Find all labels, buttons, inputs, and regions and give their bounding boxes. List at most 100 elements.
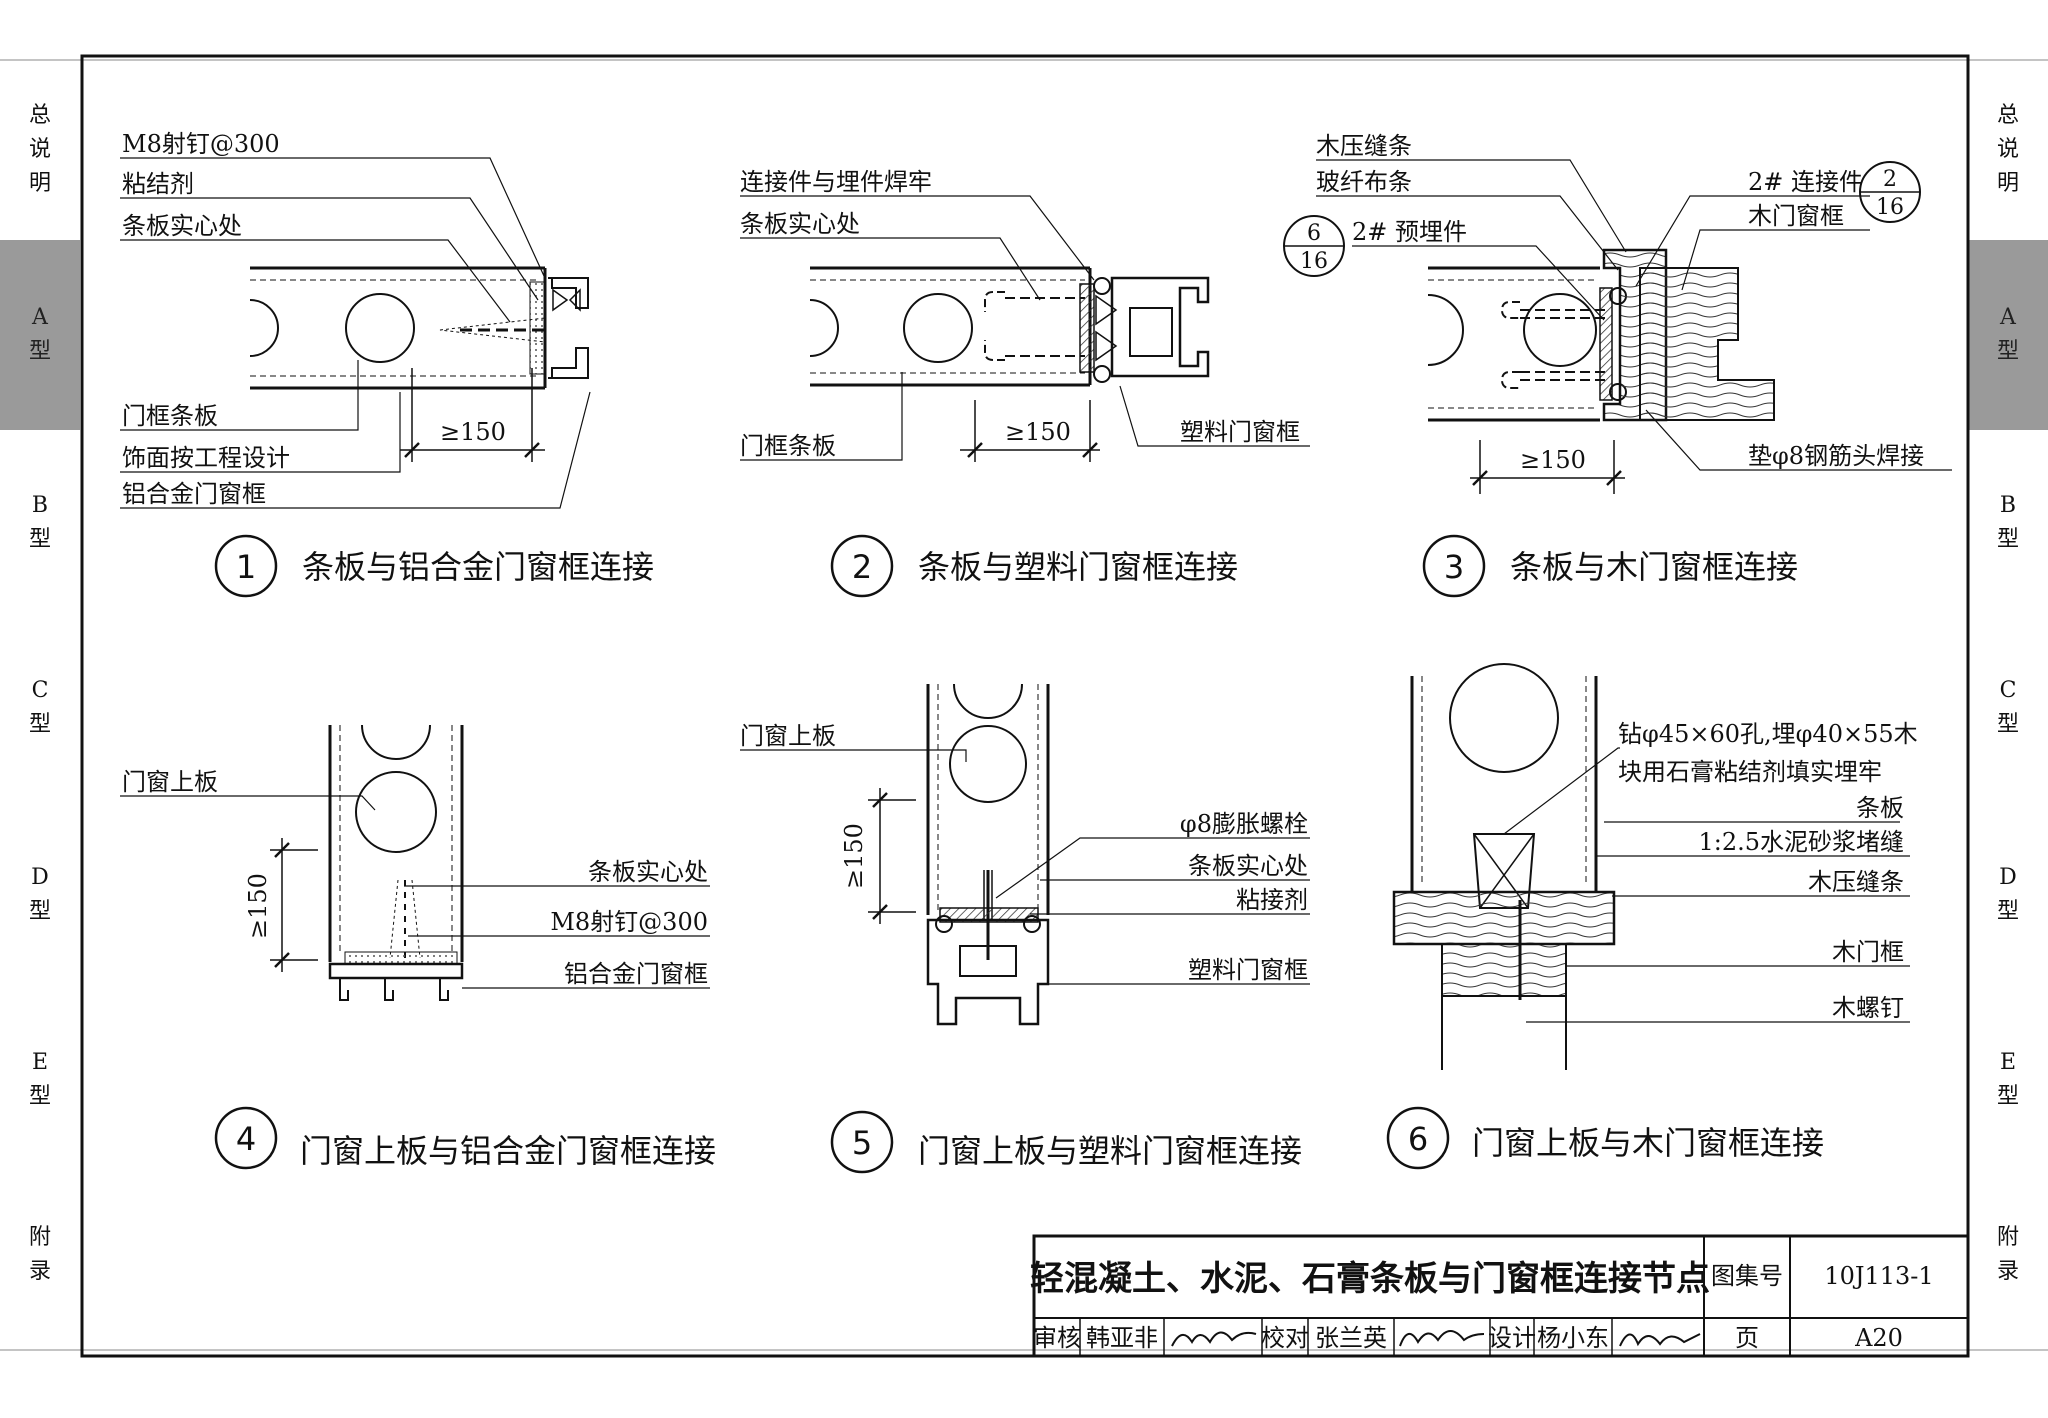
designer-name: 杨小东 — [1537, 1324, 1609, 1352]
detail-1-title: 条板与铝合金门窗框连接 — [302, 548, 654, 586]
detail-6-number: 6 — [1408, 1120, 1428, 1158]
detail-3-title: 条板与木门窗框连接 — [1510, 548, 1798, 586]
detail-5-number-circle — [830, 1110, 894, 1174]
detail-1-label-finish: 饰面按工程设计 — [122, 444, 290, 472]
side-tab-right-0[interactable]: 总说明 — [1968, 60, 2048, 240]
side-tab-char: B — [1999, 492, 2017, 518]
detail-5-number: 5 — [852, 1124, 872, 1162]
detail-4-number: 4 — [236, 1120, 256, 1158]
detail-3-drawing — [1283, 159, 1952, 494]
side-tab-char: 附 — [28, 1225, 51, 1250]
detail-4-dimension: ≥150 — [244, 873, 272, 939]
detail-5-drawing — [740, 683, 1310, 1026]
detail-2-label-weld: 连接件与埋件焊牢 — [740, 168, 932, 196]
detail-3-number-circle — [1422, 534, 1486, 598]
detail-1-drawing — [120, 157, 591, 509]
detail-5-label-adhesive: 粘接剂 — [1236, 886, 1308, 914]
side-tab-char: B — [31, 492, 49, 518]
title-block — [1032, 1234, 1970, 1358]
side-tab-char: 说 — [28, 137, 51, 162]
detail-6-title: 门窗上板与木门窗框连接 — [1472, 1124, 1824, 1162]
detail-1-label-solid-part: 条板实心处 — [122, 212, 242, 240]
detail-3-label-fiberglass: 玻纤布条 — [1316, 168, 1412, 196]
atlas-number: 10J113-1 — [1824, 1262, 1933, 1290]
detail-3-label-rebar: 垫φ8钢筋头焊接 — [1748, 442, 1924, 470]
detail-1-label-frame-panel: 门框条板 — [122, 402, 218, 430]
detail-4-label-solid-part: 条板实心处 — [588, 858, 708, 886]
side-tab-char: 型 — [1996, 711, 2019, 737]
side-tab-char: D — [1999, 865, 2017, 890]
detail-6-drawing — [1392, 663, 1910, 1070]
side-tab-char: 型 — [28, 339, 51, 364]
side-tab-char: 附 — [1996, 1225, 2019, 1250]
side-tab-char: 型 — [28, 711, 51, 737]
detail-1-number-circle — [214, 534, 278, 598]
side-tab-char: 录 — [1996, 1259, 2019, 1284]
detail-6-label-panel: 条板 — [1856, 794, 1904, 822]
side-tab-char: 录 — [28, 1259, 51, 1284]
side-tab-left-6[interactable]: 附录 — [0, 1170, 80, 1340]
detail-4-title: 门窗上板与铝合金门窗框连接 — [300, 1132, 716, 1170]
side-tab-right-6[interactable]: 附录 — [1968, 1170, 2048, 1340]
detail-3-ref-1-top: 6 — [1307, 221, 1321, 246]
side-tab-char: D — [31, 865, 49, 890]
side-tab-char: 型 — [28, 526, 51, 552]
reviewer-name: 韩亚非 — [1086, 1324, 1158, 1352]
check-label: 校对 — [1261, 1324, 1309, 1352]
detail-3-ref-1-bottom: 16 — [1300, 249, 1328, 274]
side-tab-char: A — [32, 305, 48, 330]
detail-3-label-embed: 2# 预埋件 — [1352, 218, 1467, 246]
detail-6-label-wood-frame: 木门框 — [1832, 938, 1904, 966]
detail-3-dimension: ≥150 — [1520, 446, 1586, 474]
detail-2-number-circle — [830, 534, 894, 598]
detail-1-label-shoot-nail: M8射钉@300 — [122, 130, 280, 158]
side-tab-char: A — [2000, 305, 2016, 330]
detail-1-label-alu-frame: 铝合金门窗框 — [122, 480, 266, 508]
detail-6-number-circle — [1386, 1106, 1450, 1170]
side-tab-char: 总 — [28, 103, 51, 128]
side-tab-char: 型 — [28, 899, 51, 924]
detail-1-dimension: ≥150 — [440, 418, 506, 446]
detail-6-label-wood-strip: 木压缝条 — [1808, 868, 1904, 896]
detail-2-number: 2 — [852, 548, 872, 586]
detail-6-label-mortar: 1:2.5水泥砂浆堵缝 — [1698, 828, 1904, 856]
design-label: 设计 — [1488, 1324, 1536, 1352]
detail-5-label-solid-part: 条板实心处 — [1188, 852, 1308, 880]
detail-5-label-bolt: φ8膨胀螺栓 — [1180, 810, 1308, 838]
detail-4-drawing — [120, 724, 710, 1001]
detail-4-number-circle — [214, 1106, 278, 1170]
designer-signature — [1619, 1333, 1701, 1347]
side-tab-char: 型 — [28, 1084, 51, 1109]
detail-2-label-solid-part: 条板实心处 — [740, 210, 860, 238]
side-tab-char: 明 — [1996, 171, 2019, 196]
detail-5-dimension: ≥150 — [840, 823, 868, 889]
side-tab-left-0[interactable]: 总说明 — [0, 60, 80, 240]
detail-4-label-alu-frame: 铝合金门窗框 — [564, 960, 708, 988]
detail-4-label-top-panel: 门窗上板 — [122, 768, 218, 796]
side-tab-char: C — [1999, 677, 2017, 703]
detail-1-number: 1 — [236, 548, 256, 586]
atlas-label: 图集号 — [1711, 1262, 1783, 1290]
side-tab-char: 说 — [1996, 137, 2019, 162]
page-number: A20 — [1854, 1324, 1903, 1352]
detail-4-label-shoot-nail: M8射钉@300 — [550, 908, 708, 936]
checker-name: 张兰英 — [1315, 1324, 1387, 1352]
detail-3-number: 3 — [1444, 548, 1464, 586]
side-tab-char: 明 — [28, 171, 51, 196]
detail-6-label-drill-2: 块用石膏粘结剂填实埋牢 — [1618, 758, 1882, 786]
detail-2-drawing — [740, 195, 1310, 462]
page-label: 页 — [1735, 1324, 1759, 1352]
side-tab-char: 型 — [1996, 339, 2019, 364]
detail-5-label-top-panel: 门窗上板 — [740, 722, 836, 750]
